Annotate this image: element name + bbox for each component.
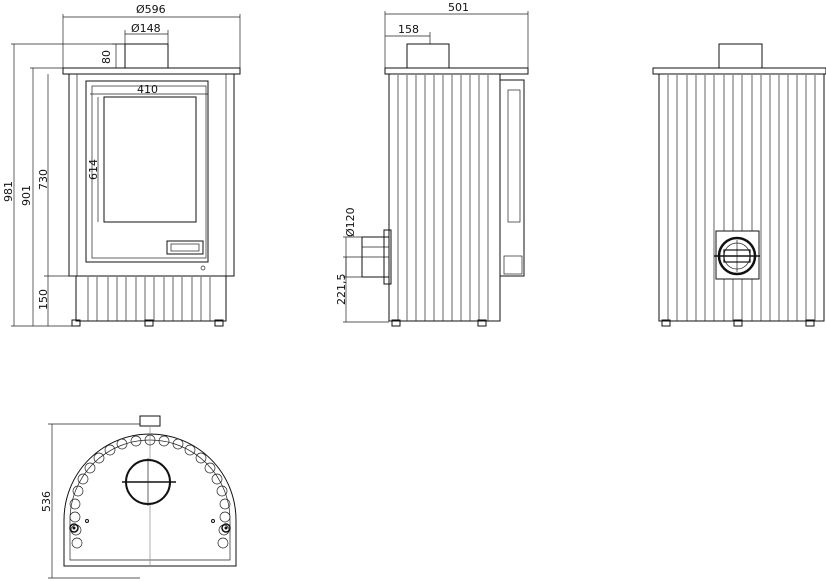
door-frame <box>85 80 209 263</box>
door-handle <box>166 240 204 255</box>
side-body <box>388 73 501 322</box>
side-door-edge <box>499 79 525 277</box>
back-flue-collar <box>718 43 763 69</box>
top-outline <box>63 433 237 567</box>
top-plate <box>62 67 241 75</box>
side-flue-collar <box>406 43 450 69</box>
foot <box>214 319 224 327</box>
base-ribs <box>87 277 211 321</box>
stove-base <box>75 275 227 322</box>
back-body <box>658 73 825 322</box>
foot <box>144 319 154 327</box>
rear-outlet-diameter-label: Ø120 <box>344 207 357 237</box>
glass-height-label: 614 <box>87 159 100 180</box>
door-glass <box>103 96 197 223</box>
flue-diameter-label: Ø148 <box>131 22 161 35</box>
flue-offset-label: 158 <box>398 23 419 36</box>
flue-collar <box>124 43 169 69</box>
vent-holes <box>69 434 231 549</box>
back-ribs <box>667 75 816 321</box>
top-depth-label: 536 <box>40 491 53 512</box>
rear-outlet-height-label: 221,5 <box>335 274 348 306</box>
side-ribs <box>397 75 489 321</box>
height-901-label: 901 <box>20 185 33 206</box>
total-height-label: 981 <box>2 181 15 202</box>
door-hinge <box>200 265 206 271</box>
depth-label: 501 <box>448 1 469 14</box>
height-730-label: 730 <box>37 169 50 190</box>
base-height-label: 150 <box>37 289 50 310</box>
top-flue-stub <box>139 415 161 427</box>
glass-width-label: 410 <box>137 83 158 96</box>
back-view <box>652 43 826 327</box>
top-view: 536 <box>40 415 237 579</box>
side-view: 501 158 <box>335 1 529 327</box>
flue-height-label: 80 <box>100 50 113 64</box>
overall-width-label: Ø596 <box>136 3 166 16</box>
front-view: Ø596 Ø148 80 410 614 <box>2 3 241 327</box>
